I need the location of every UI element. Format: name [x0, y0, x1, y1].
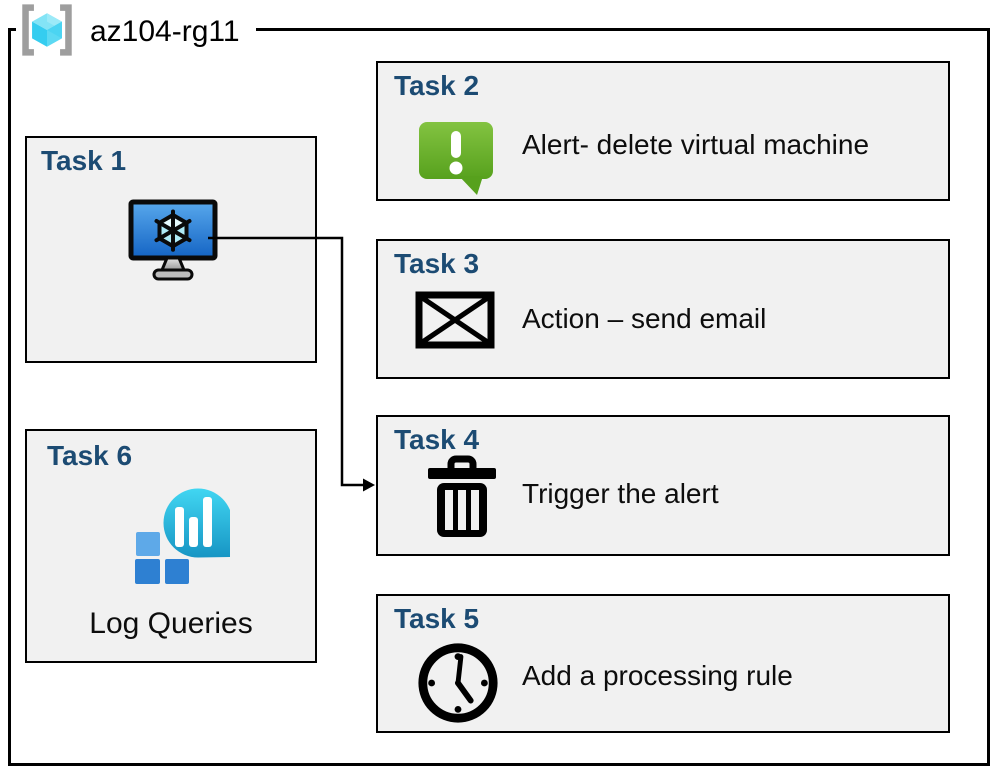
task4-label: Trigger the alert	[522, 478, 719, 509]
task2-title: Task 2	[394, 70, 480, 101]
task1-title: Task 1	[41, 145, 127, 176]
resource-group-name: az104-rg11	[90, 15, 240, 48]
task4-title: Task 4	[394, 424, 480, 455]
alert-icon	[417, 120, 495, 201]
task2-label: Alert- delete virtual machine	[522, 129, 870, 160]
task6-box: Task 6 Log Queries	[25, 429, 317, 663]
resource-group-label: az104-rg11	[16, 3, 256, 61]
task5-label: Add a processing rule	[522, 660, 793, 691]
task3-label: Action – send email	[522, 303, 767, 334]
log-queries-icon	[130, 486, 236, 591]
task5-title: Task 5	[394, 603, 480, 634]
trash-icon	[426, 455, 498, 546]
task3-title: Task 3	[394, 248, 480, 279]
task6-title: Task 6	[47, 440, 133, 471]
clock-icon	[415, 640, 501, 731]
virtual-machine-icon	[120, 199, 226, 288]
email-icon	[415, 291, 495, 354]
resource-group-icon	[18, 2, 76, 63]
task3-box: Task 3 Action – send email	[376, 239, 950, 379]
task5-box: Task 5 Add a processing rule	[376, 594, 950, 733]
task6-label: Log Queries	[89, 607, 253, 640]
task4-box: Task 4 Trigger the alert	[376, 415, 950, 556]
task1-box: Task 1	[25, 136, 317, 471]
task2-box: Task 2 Alert- delete virtual machine	[376, 61, 950, 201]
